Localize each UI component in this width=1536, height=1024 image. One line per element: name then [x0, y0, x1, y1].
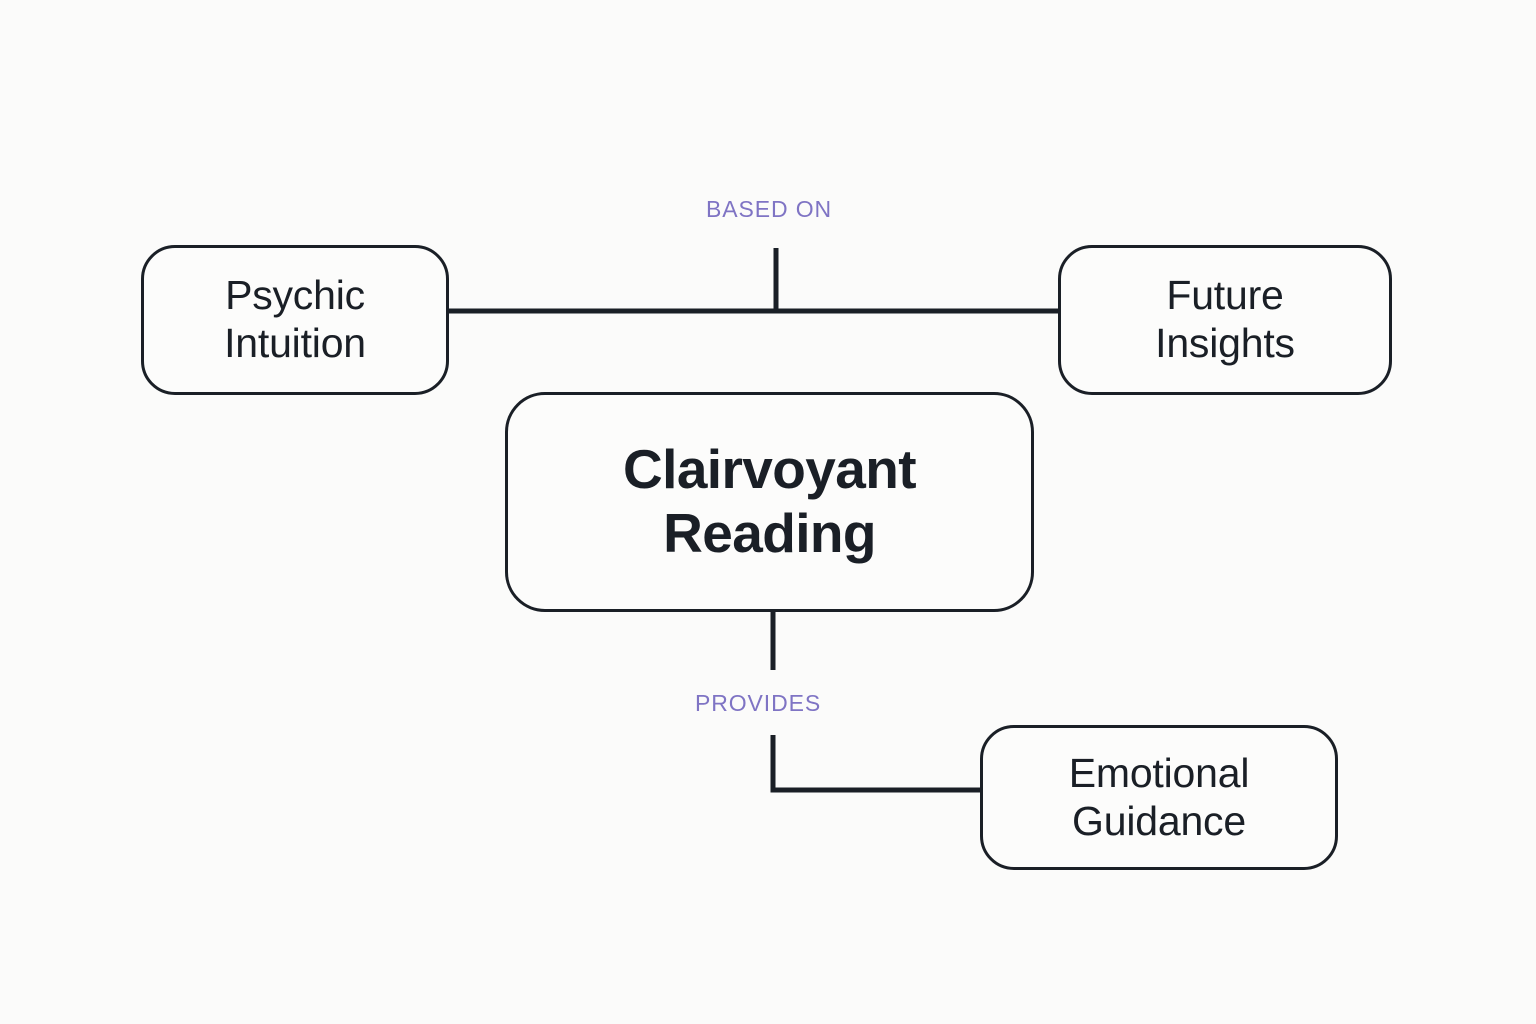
node-future-insights[interactable]: Future Insights: [1058, 245, 1392, 395]
edge-provides-elbow: [770, 735, 980, 793]
node-clairvoyant-reading-label: Clairvoyant Reading: [623, 438, 917, 564]
edge-label-based-on: BASED ON: [699, 196, 840, 223]
edge-label-provides: PROVIDES: [688, 690, 829, 717]
node-emotional-guidance-label: Emotional Guidance: [1068, 749, 1250, 844]
node-future-insights-label: Future Insights: [1155, 272, 1295, 366]
node-emotional-guidance[interactable]: Emotional Guidance: [980, 725, 1338, 870]
node-psychic-intuition-label: Psychic Intuition: [224, 272, 366, 366]
node-clairvoyant-reading[interactable]: Clairvoyant Reading: [505, 392, 1034, 612]
node-psychic-intuition[interactable]: Psychic Intuition: [141, 245, 449, 395]
